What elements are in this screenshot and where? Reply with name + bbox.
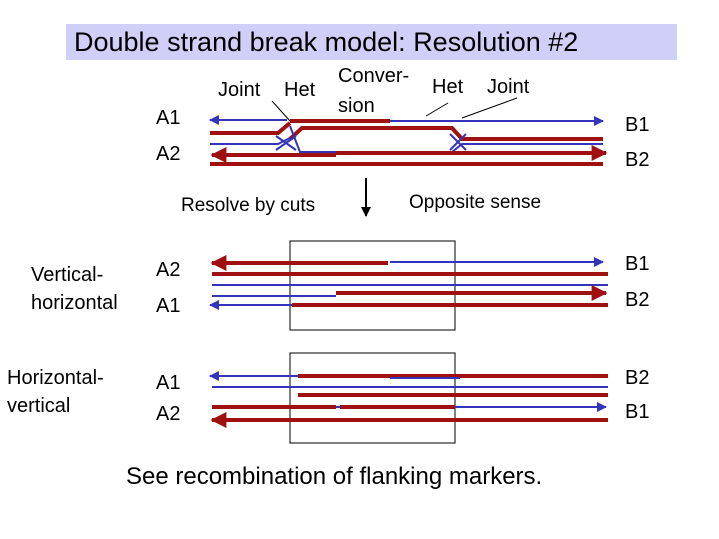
label-conversion-2: sion	[338, 95, 375, 117]
slide-title: Double strand break model: Resolution #2	[66, 24, 677, 60]
vh-label-2: horizontal	[31, 292, 118, 314]
hv-label-2: vertical	[7, 395, 70, 417]
strand-label-b2: B2	[625, 149, 649, 171]
hv-strand-left-2: A2	[156, 403, 180, 425]
top-strand-2	[210, 121, 603, 141]
holliday-junction-left	[275, 135, 297, 151]
pointer-het-right	[425, 102, 449, 117]
vh-strand-right-1: B1	[625, 253, 649, 275]
pointer-joint-right	[461, 97, 518, 119]
hv-cut-box	[289, 352, 456, 444]
vh-label-1: Vertical-	[31, 264, 103, 286]
label-het-right: Het	[432, 76, 464, 98]
hv-strand-right-1: B2	[625, 367, 649, 389]
vh-strand-right-2: B2	[625, 289, 649, 311]
opposite-sense-label: Opposite sense	[409, 192, 541, 213]
vh-strand-left-1: A2	[156, 259, 180, 281]
strand-label-b1: B1	[625, 114, 649, 136]
label-joint-right: Joint	[487, 76, 530, 98]
vh-strand-left-2: A1	[156, 295, 180, 317]
caption: See recombination of flanking markers.	[126, 463, 542, 490]
hv-strand-left-1: A1	[156, 372, 180, 394]
strand-label-a1: A1	[156, 107, 180, 129]
holliday-junction-right	[449, 133, 467, 151]
label-joint-left: Joint	[218, 79, 261, 101]
label-het-left: Het	[284, 79, 316, 101]
hv-strand-right-2: B1	[625, 401, 649, 423]
hv-label-1: Horizontal-	[7, 367, 104, 389]
resolve-label: Resolve by cuts	[181, 195, 315, 216]
strand-label-a2: A2	[156, 143, 180, 165]
pointer-het-left	[271, 100, 291, 122]
label-conversion-1: Conver-	[338, 65, 409, 87]
